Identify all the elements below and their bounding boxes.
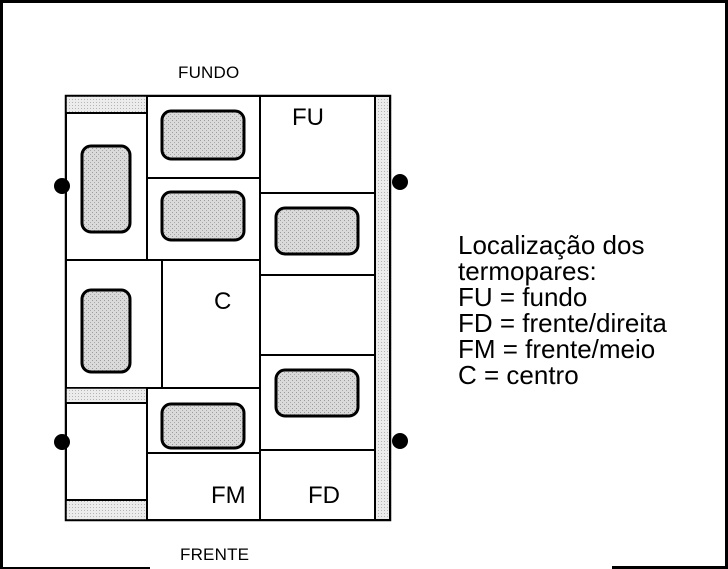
tile-left-upper <box>80 144 132 234</box>
right-wall-strip <box>374 95 391 521</box>
frame-bottom-rule-left <box>0 567 150 569</box>
legend-item-fd: FD = frente/direita <box>458 308 667 338</box>
port-dot-left-lower <box>54 434 70 450</box>
legend: Localização dos termopares: FU = fundo F… <box>458 232 667 388</box>
left-top-strip <box>65 95 148 114</box>
tile-right-fourth <box>274 368 360 418</box>
tile-mid-second <box>160 190 246 242</box>
legend-item-fu: FU = fundo <box>458 282 588 312</box>
right-cell-third <box>259 274 376 356</box>
mid-cell-bottom <box>146 452 261 521</box>
frame-bottom-rule-right <box>612 566 728 569</box>
right-cell-bottom <box>259 449 376 521</box>
right-cell-top <box>259 95 376 194</box>
tile-mid-fourth <box>160 402 246 450</box>
cell-label-c: C <box>214 288 232 315</box>
port-dot-left-upper <box>54 178 70 194</box>
legend-title-line2: termopares: <box>458 256 597 286</box>
port-dot-right-lower <box>392 433 408 449</box>
legend-item-c: C = centro <box>458 360 579 390</box>
tile-right-second <box>274 206 360 256</box>
cell-label-fm: FM <box>211 482 246 509</box>
top-caption: FUNDO <box>178 63 240 82</box>
cell-label-fd: FD <box>308 482 340 509</box>
bottom-caption: FRENTE <box>180 545 250 564</box>
cell-label-fu: FU <box>292 104 324 131</box>
legend-item-fm: FM = frente/meio <box>458 334 656 364</box>
left-bottom-strip <box>65 499 148 521</box>
legend-title-line1: Localização dos <box>458 230 645 260</box>
mid-cell-center <box>161 259 261 389</box>
port-dot-right-upper <box>392 174 408 190</box>
left-cell-lower <box>65 402 148 501</box>
tile-left-middle <box>80 288 132 374</box>
left-cell-lower-strip <box>65 387 148 404</box>
tile-mid-top <box>160 109 246 161</box>
